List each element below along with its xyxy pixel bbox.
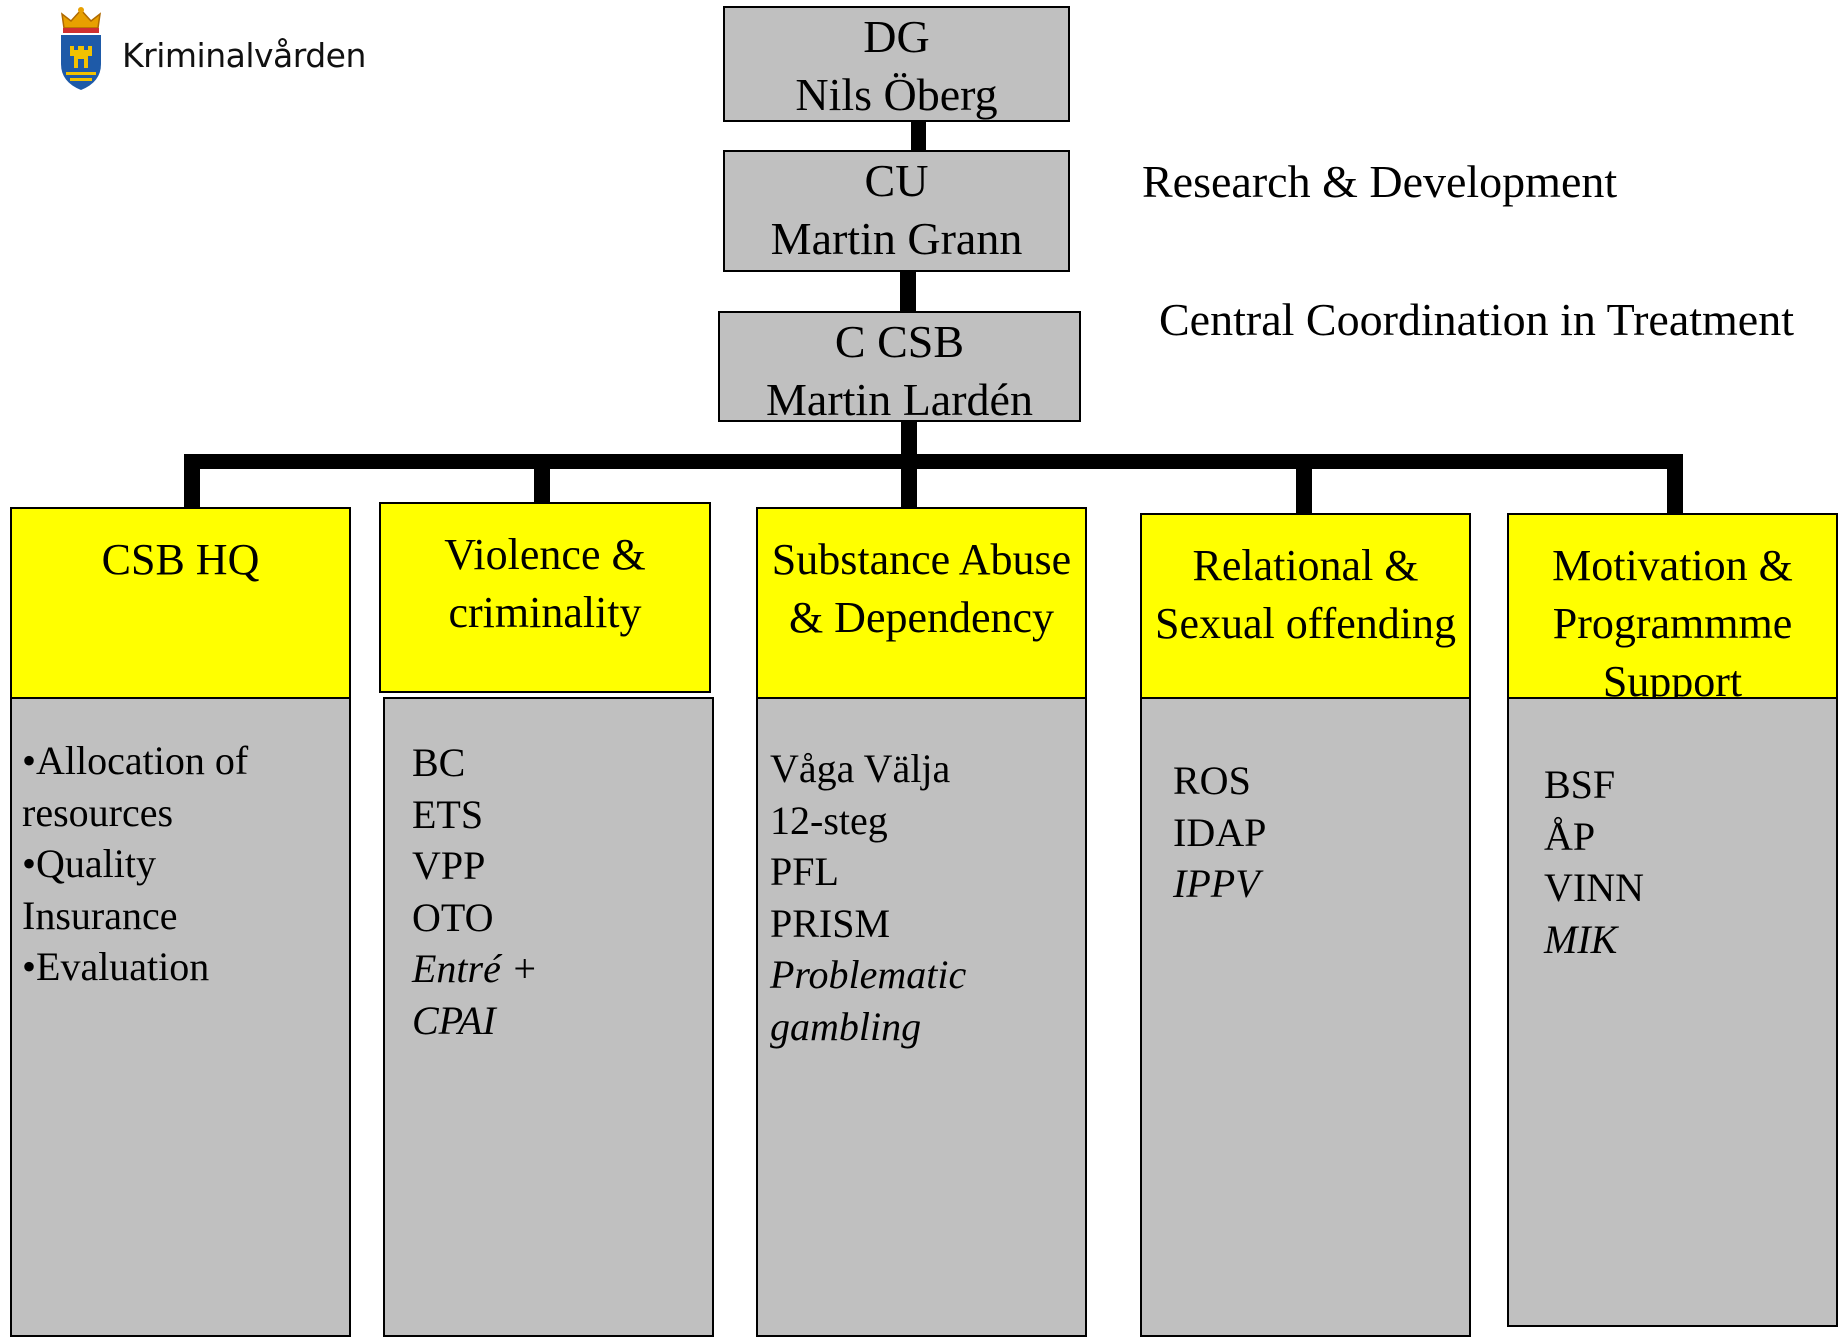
dept-header-line: Violence &	[444, 530, 646, 579]
dept-header-relational: Relational & Sexual offending	[1140, 513, 1471, 701]
dept-item: gambling	[770, 1003, 922, 1049]
dept-header-substance: Substance Abuse & Dependency	[756, 507, 1087, 701]
connector-bus-dept-5	[1667, 454, 1683, 514]
crowned-shield-icon	[60, 7, 102, 90]
dept-header-line: Substance Abuse	[771, 535, 1072, 584]
dept-header-line: Programmme	[1552, 599, 1793, 648]
dept-item: IPPV	[1173, 861, 1260, 906]
dept-item: ROS	[1173, 758, 1251, 803]
dept-header-line: CSB HQ	[101, 535, 260, 584]
dept-item: Problematic	[770, 952, 967, 997]
dept-item: IDAP	[1173, 809, 1267, 855]
box-dg-name: Nils Öberg	[795, 69, 998, 120]
box-ccsb-name: Martin Lardén	[766, 374, 1033, 425]
box-ccsb-title: C CSB	[834, 316, 965, 367]
dept-item: PRISM	[770, 900, 891, 946]
connector-dg-cu	[911, 120, 926, 152]
dept-content-violence: BC ETS VPP OTO Entré + CPAI	[383, 697, 714, 1337]
dept-item: Entré +	[412, 946, 538, 991]
dept-header-line: criminality	[448, 588, 642, 637]
dept-item: 12-steg	[770, 797, 888, 843]
dept-item: Våga Välja	[770, 746, 951, 791]
dept-header-line: Motivation &	[1552, 541, 1793, 590]
box-cu-title: CU	[864, 155, 929, 206]
dept-header-line: & Dependency	[788, 593, 1055, 642]
dept-item: ÅP	[1544, 813, 1596, 859]
dept-content-motivation: BSF ÅP VINN MIK	[1507, 697, 1838, 1327]
box-cu-name: Martin Grann	[770, 213, 1023, 264]
dept-header-line: Relational &	[1192, 541, 1419, 590]
box-dg: DG Nils Öberg	[723, 6, 1070, 122]
dept-item: VINN	[1544, 865, 1644, 910]
dept-content-substance: Våga Välja 12-steg PFL PRISM Problematic…	[756, 697, 1087, 1337]
dept-item: MIK	[1544, 916, 1618, 962]
dept-item: ETS	[412, 791, 484, 837]
box-ccsb: C CSB Martin Lardén	[718, 311, 1081, 425]
connector-bus-dept-4	[1296, 454, 1312, 514]
label-research-development: Research & Development	[1142, 156, 1618, 207]
dept-content-relational: ROS IDAP IPPV	[1140, 697, 1471, 1337]
dept-item: Insurance	[22, 892, 178, 938]
dept-item: resources	[22, 789, 174, 835]
kriminalvarden-logo: Kriminalvården	[58, 6, 368, 96]
dept-item: CPAI	[412, 997, 496, 1043]
logo-text: Kriminalvården	[122, 36, 366, 75]
dept-item: OTO	[412, 894, 494, 940]
dept-header-line: Sexual offending	[1154, 599, 1457, 648]
dept-item: BC	[412, 740, 466, 785]
dept-item: BSF	[1544, 762, 1616, 807]
dept-header-csb-hq: CSB HQ	[10, 507, 351, 701]
dept-header-violence: Violence & criminality	[379, 502, 711, 693]
dept-content-csb-hq: •Allocation of resources •Quality Insura…	[10, 697, 351, 1337]
box-dg-title: DG	[863, 11, 930, 62]
dept-item: •Evaluation	[22, 944, 210, 989]
connector-bus-dept-1	[184, 454, 200, 508]
label-central-coordination: Central Coordination in Treatment	[1159, 294, 1794, 345]
dept-header-motivation: Motivation & Programmme Support	[1507, 513, 1838, 706]
dept-item: VPP	[412, 843, 486, 888]
connector-bus-dept-2	[534, 454, 550, 502]
dept-item: PFL	[770, 849, 839, 894]
connector-cu-ccsb	[900, 270, 916, 312]
dept-item: •Quality	[22, 841, 156, 886]
box-cu: CU Martin Grann	[723, 150, 1070, 272]
horizontal-bus	[184, 454, 1680, 469]
dept-item: •Allocation of	[22, 738, 249, 783]
